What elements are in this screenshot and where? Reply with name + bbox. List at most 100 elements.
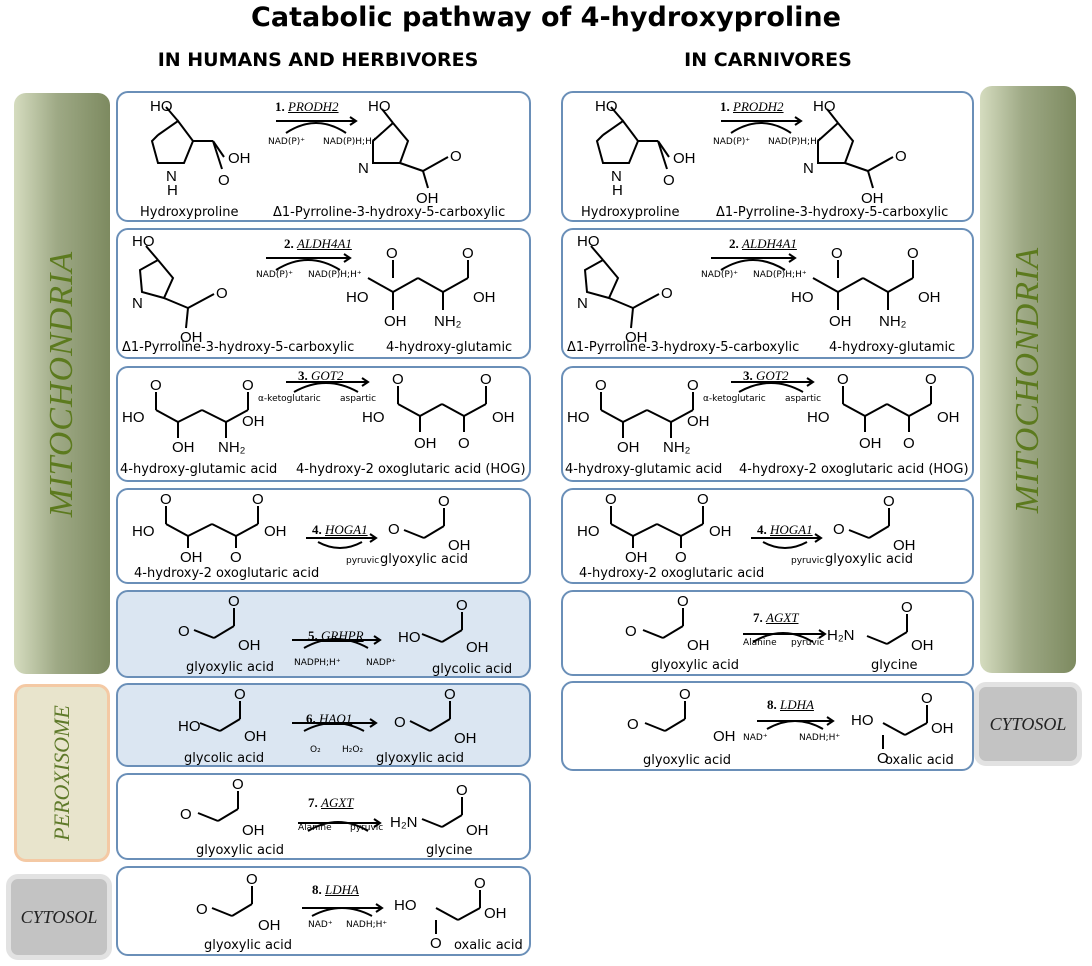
glyoxylic-to-glycine-structures: O O OH H₂N O OH (180, 776, 489, 839)
svg-text:O: O (833, 521, 845, 538)
svg-text:O: O (661, 285, 673, 302)
substrate-label: Hydroxyproline (581, 205, 680, 220)
cytosol-label: CYTOSOL (20, 906, 98, 927)
enzyme-ldha: LDHA (780, 697, 814, 712)
glyoxylic-to-glycine-structures: O O OH H₂N O OH (625, 593, 934, 654)
mitochondria-band-left: MITOCHONDRIA (14, 93, 110, 674)
svg-text:O: O (252, 491, 264, 508)
reaction-box: O O OH HO O OH O 8. LDHA NAD⁺ NADH;H⁺ gl… (116, 866, 531, 956)
svg-text:OH: OH (861, 190, 884, 207)
svg-text:HO: HO (150, 98, 173, 115)
svg-text:O: O (837, 371, 849, 388)
svg-text:OH: OH (687, 637, 710, 654)
reaction-box: HO N O OH HO O O OH OH NH₂ 2. ALDH4A1 NA… (116, 228, 531, 359)
svg-text:O: O (242, 377, 254, 394)
substrate-label: 4-hydroxy-2 oxoglutaric acid (579, 566, 765, 581)
substrate-label: glyoxylic acid (643, 753, 731, 768)
svg-text:O: O (386, 245, 398, 262)
reaction-box: HO N O OH HO O O OH OH NH₂ 2. ALDH4A1 NA… (561, 228, 974, 359)
reaction-box: O O OH HO O OH 5. GRHPR NADPH;H⁺ NADP⁺ g… (116, 590, 531, 678)
svg-text:O: O (474, 875, 486, 892)
product-label: oxalic acid (454, 938, 523, 953)
svg-text:HO: HO (346, 289, 369, 306)
svg-text:NH₂: NH₂ (218, 439, 246, 456)
glyoxylic-to-oxalic-structures: O O OH HO O OH O (196, 871, 507, 952)
reaction-box: HO OH N H O HO N O OH 1. PRODH2 NAD(P)⁺ … (561, 91, 974, 222)
hydroxyglutamic-to-hog-structures: HO O O OH OH NH₂ HO O O OH OH O (122, 371, 515, 456)
svg-text:OH: OH (448, 537, 471, 554)
svg-text:O: O (907, 245, 919, 262)
hydroxyglutamic-to-hog-structures: HO O O OH OH NH₂ HO O O OH OH O (567, 371, 960, 456)
mitochondria-label: MITOCHONDRIA (1009, 246, 1046, 513)
svg-text:OH: OH (466, 639, 489, 656)
svg-text:O: O (234, 686, 246, 703)
svg-text:N: N (132, 295, 143, 312)
svg-text:HO: HO (577, 523, 600, 540)
svg-text:H: H (612, 182, 623, 199)
svg-text:H: H (167, 182, 178, 199)
svg-text:O: O (687, 377, 699, 394)
svg-text:O: O (450, 148, 462, 165)
enzyme-aldh4a1: ALDH4A1 (742, 236, 797, 251)
product-label: glyoxylic acid (376, 751, 464, 766)
svg-text:OH: OH (713, 728, 736, 745)
svg-text:OH: OH (238, 637, 261, 654)
svg-text:OH: OH (625, 549, 648, 566)
svg-text:O: O (180, 806, 192, 823)
svg-text:OH: OH (242, 413, 265, 430)
svg-text:OH: OH (416, 190, 439, 207)
pyrroline-to-hydroxyglutamic-structures: HO N O OH HO O O OH OH NH₂ (132, 233, 496, 346)
svg-text:O: O (392, 371, 404, 388)
product-label: 4-hydroxy-2 oxoglutaric acid (HOG) (739, 462, 969, 477)
svg-text:O: O (388, 521, 400, 538)
svg-text:HO: HO (394, 897, 417, 914)
svg-text:O: O (456, 782, 468, 799)
reaction-box: O O OH H₂N O OH 7. AGXT Alanine pyruvic … (116, 773, 531, 860)
cytosol-band-left: CYTOSOL (6, 874, 112, 960)
svg-text:O: O (677, 593, 689, 610)
svg-text:HO: HO (178, 718, 201, 735)
mitochondria-band-right: MITOCHONDRIA (980, 86, 1076, 673)
svg-text:OH: OH (673, 150, 696, 167)
svg-text:O: O (679, 686, 691, 703)
svg-text:OH: OH (228, 150, 251, 167)
svg-text:O: O (178, 623, 190, 640)
product-label: glyoxylic acid (380, 552, 468, 567)
svg-text:O: O (883, 493, 895, 510)
product-label: 4-hydroxy-2 oxoglutaric acid (HOG) (296, 462, 526, 477)
svg-text:O: O (394, 714, 406, 731)
hydroxyproline-to-pyrroline-structures: HO OH N H O HO N O OH (595, 98, 907, 207)
svg-text:OH: OH (454, 730, 477, 747)
svg-text:OH: OH (180, 329, 203, 346)
enzyme-ldha: LDHA (325, 882, 359, 897)
reaction-box: O O OH HO O OH O 8. LDHA NAD⁺ NADH;H⁺ gl… (561, 681, 974, 771)
svg-text:OH: OH (859, 435, 882, 452)
product-label: oxalic acid (885, 753, 954, 768)
svg-text:O: O (605, 491, 617, 508)
substrate-label: Δ1-Pyrroline-3-hydroxy-5-carboxylic (122, 340, 355, 355)
reaction-box: HO O O OH OH NH₂ HO O O OH OH O 3. GOT2 … (116, 366, 531, 482)
product-label: glycine (871, 658, 918, 673)
svg-text:HO: HO (398, 629, 421, 646)
svg-text:OH: OH (180, 549, 203, 566)
svg-text:O: O (458, 435, 470, 452)
enzyme-prodh2: PRODH2 (288, 99, 339, 114)
svg-text:O: O (246, 871, 258, 888)
svg-text:HO: HO (813, 98, 836, 115)
header-humans-herbivores: IN HUMANS AND HERBIVORES (157, 49, 479, 71)
svg-text:O: O (895, 148, 907, 165)
substrate-label: Δ1-Pyrroline-3-hydroxy-5-carboxylic (567, 340, 800, 355)
svg-text:O: O (196, 901, 208, 918)
svg-text:O: O (438, 493, 450, 510)
cytosol-band-right: CYTOSOL (974, 682, 1082, 766)
reaction-box: HO OH N H O HO N O OH 1. PRODH2 NAD(P)⁺ … (116, 91, 531, 222)
svg-text:O: O (697, 491, 709, 508)
svg-text:HO: HO (567, 409, 590, 426)
svg-text:O: O (216, 285, 228, 302)
svg-text:N: N (358, 160, 369, 177)
svg-text:OH: OH (617, 439, 640, 456)
header-carnivores: IN CARNIVORES (684, 49, 852, 71)
glyoxylic-to-glycolic-structures: O O OH HO O OH (178, 593, 489, 656)
svg-text:O: O (480, 371, 492, 388)
svg-text:OH: OH (709, 523, 732, 540)
